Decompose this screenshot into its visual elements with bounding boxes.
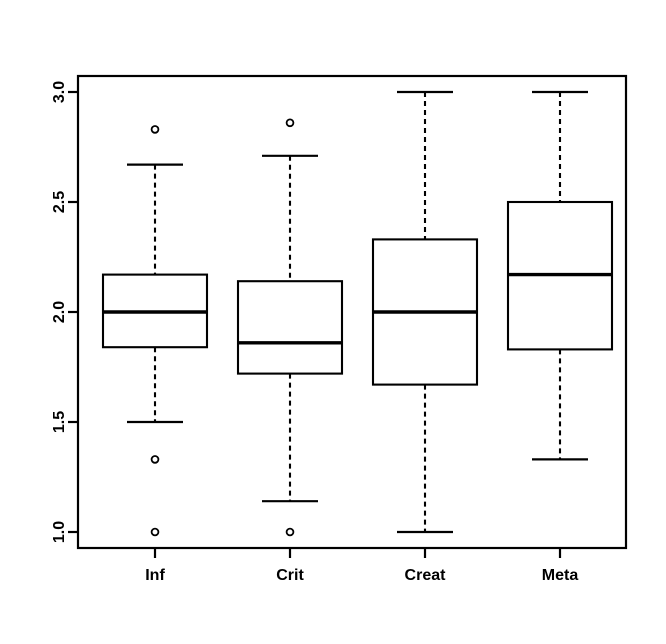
y-axis-tick-labels: 1.0 1.5 2.0 2.5 3.0 — [51, 81, 68, 543]
y-tick-label: 3.0 — [51, 81, 68, 103]
outlier-point — [150, 527, 160, 537]
x-axis-label-inf: Inf — [145, 567, 165, 584]
boxplot-crit — [236, 118, 344, 537]
boxplot-creat — [371, 90, 479, 534]
x-axis-label-crit: Crit — [276, 567, 304, 584]
x-axis-label-creat: Creat — [405, 567, 447, 584]
outlier-point — [150, 125, 160, 134]
y-tick-label: 2.5 — [51, 191, 68, 213]
outlier-point — [285, 527, 295, 537]
y-tick-label: 2.0 — [51, 301, 68, 323]
x-axis-category-labels: Inf Crit Creat Meta — [145, 567, 578, 584]
boxplot-meta — [506, 90, 614, 461]
box-group — [101, 90, 614, 537]
y-tick-label: 1.5 — [51, 411, 68, 433]
box-iqr — [236, 280, 344, 375]
x-axis-ticks — [153, 548, 562, 558]
outlier-point — [285, 118, 295, 128]
outlier-point — [150, 455, 160, 464]
boxplot-inf — [101, 125, 209, 537]
y-axis-ticks — [68, 90, 78, 534]
y-tick-label: 1.0 — [51, 521, 68, 543]
x-axis-label-meta: Meta — [542, 567, 579, 584]
